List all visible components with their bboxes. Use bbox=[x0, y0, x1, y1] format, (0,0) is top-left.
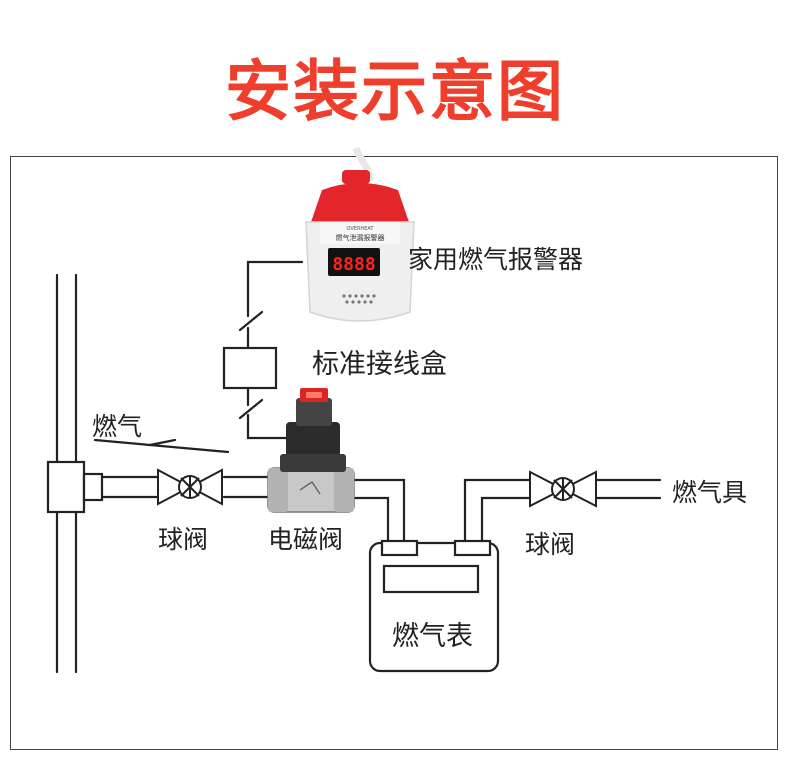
label-solenoid-valve: 电磁阀 bbox=[268, 525, 344, 554]
detector-top-text: 燃气泄漏报警器 bbox=[336, 233, 385, 242]
gas-meter-window bbox=[382, 564, 480, 594]
gas-detector: 8888 燃气泄漏报警器 OVERHEAT bbox=[305, 146, 415, 322]
label-junction-box: 标准接线盒 bbox=[312, 349, 447, 380]
solenoid-valve bbox=[267, 388, 355, 513]
label-gas-appliance: 燃气具 bbox=[672, 478, 748, 507]
tee-fitting bbox=[46, 460, 86, 514]
page-title: 安装示意图 bbox=[225, 53, 565, 130]
detector-display: 8888 bbox=[332, 254, 375, 275]
label-gas-meter: 燃气表 bbox=[392, 621, 473, 652]
label-gas-in: 燃气 bbox=[92, 412, 143, 441]
ball-valve-right bbox=[529, 470, 597, 508]
label-ball-valve-left: 球阀 bbox=[158, 525, 209, 554]
diagram-frame bbox=[10, 156, 778, 750]
label-alarm: 家用燃气报警器 bbox=[408, 245, 584, 274]
junction-box bbox=[222, 346, 278, 390]
ball-valve-left bbox=[157, 468, 223, 506]
detector-brand-text: OVERHEAT bbox=[347, 226, 375, 232]
label-ball-valve-right: 球阀 bbox=[525, 530, 576, 559]
